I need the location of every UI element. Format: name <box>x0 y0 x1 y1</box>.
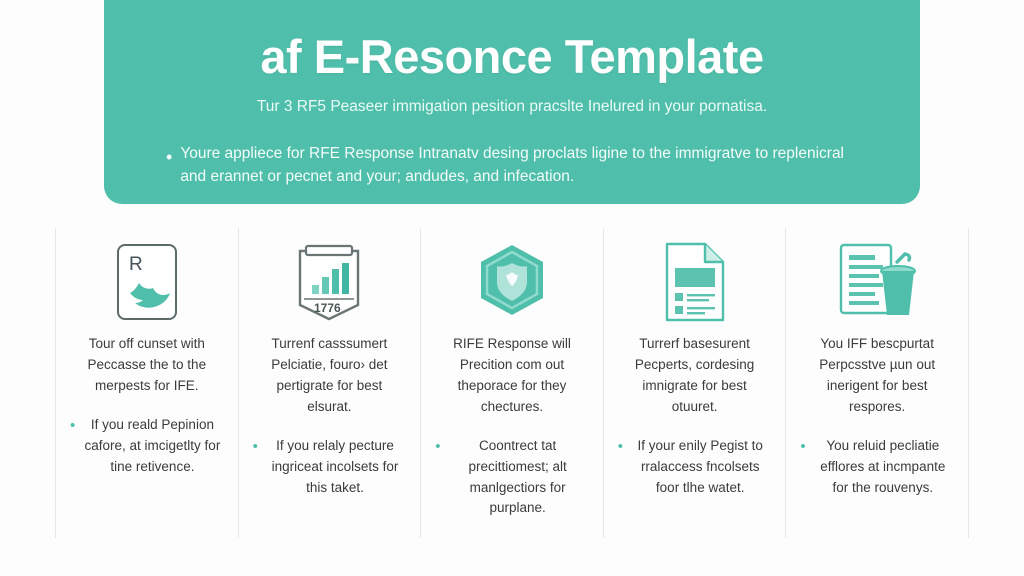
feature-paragraph: Turrenf casssumert Pelciatie, fouro› det… <box>271 336 388 414</box>
page-title: af E-Resonce Template <box>260 30 764 83</box>
feature-bullet-text: If you relaly pecture ingriceat incolset… <box>271 437 399 495</box>
feature-bullet-text: If you reald Pepinion cafore, at imciget… <box>84 416 221 474</box>
feature-bullet-item: • You reluid pecliatie efflores at incmp… <box>800 436 954 499</box>
feature-column-3: RIFE Response will Precition com out the… <box>420 228 603 538</box>
page-subtitle: Tur 3 RF5 Peaseer immigation pesition pr… <box>256 98 768 116</box>
feature-paragraph: Turrerf basesurent Pecperts, cordesing i… <box>634 336 755 414</box>
feature-bullet-text: You reluid pecliatie efflores at incmpan… <box>820 437 946 495</box>
feature-columns: R Tour off cunset with Peccasse the to t… <box>55 228 969 538</box>
banner-year-label: 1776 <box>314 301 341 315</box>
feature-bullet-item: • Coontrect tat precittiomest; alt manlg… <box>435 436 589 520</box>
feature-column-2: 1776 Turrenf casssumert Pelciatie, fouro… <box>237 228 421 538</box>
feature-paragraph: Tour off cunset with Peccasse the to the… <box>87 336 207 393</box>
feature-column-1: R Tour off cunset with Peccasse the to t… <box>55 228 238 538</box>
bullet-dot-icon: • <box>617 437 624 455</box>
card-letter: R <box>129 254 143 275</box>
feature-bullet-text: Coontrect tat precittiomest; alt manlgec… <box>468 437 567 516</box>
hexagon-shield-icon <box>472 236 552 328</box>
hero-bullet-item: • Youre appliece for RFE Response Intran… <box>156 143 868 188</box>
hero-bullet-text: Youre appliece for RFE Response Intranat… <box>180 145 845 185</box>
hero-banner: af E-Resonce Template Tur 3 RF5 Peaseer … <box>104 0 920 204</box>
bullet-dot-icon: • <box>252 437 258 455</box>
feature-column-5: You IFF bescpurtat Perpcsstve µun out in… <box>785 228 969 538</box>
feature-column-4: Turrerf basesurent Pecperts, cordesing i… <box>602 228 786 538</box>
feature-bullet-text: If your enily Pegist to rralaccess fncol… <box>637 437 763 495</box>
bullet-dot-icon: • <box>435 437 441 455</box>
card-bird-icon: R <box>116 236 178 328</box>
feature-paragraph: You IFF bescpurtat Perpcsstve µun out in… <box>819 336 936 414</box>
bullet-dot-icon: • <box>800 437 806 455</box>
feature-paragraph: RIFE Response will Precition com out the… <box>453 336 571 414</box>
banner-bar-chart-icon: 1776 <box>290 236 368 328</box>
feature-bullet-item: • If your enily Pegist to rralaccess fnc… <box>618 436 772 499</box>
feature-bullet-item: • If you reald Pepinion cafore, at imcig… <box>70 415 224 478</box>
bullet-dot-icon: • <box>70 416 76 434</box>
document-list-icon <box>661 236 729 328</box>
document-drink-icon <box>835 236 919 328</box>
bullet-dot-icon: • <box>166 147 173 168</box>
feature-bullet-item: • If you relaly pecture ingriceat incols… <box>253 436 407 499</box>
